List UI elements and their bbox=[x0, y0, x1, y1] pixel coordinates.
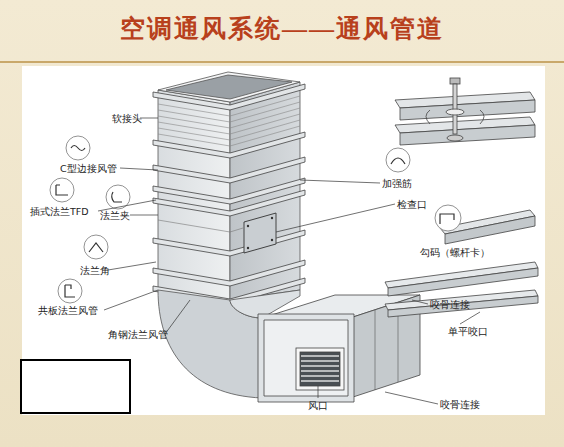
part-label: 角钢法兰风管 bbox=[108, 329, 168, 340]
part-label: C型边接风管 bbox=[60, 163, 117, 174]
part-label: 单平咬口 bbox=[448, 326, 488, 337]
part-label: 法兰夹 bbox=[100, 210, 130, 221]
page-title: 空调通风系统——通风管道 bbox=[0, 12, 564, 45]
outlet-louvers bbox=[301, 356, 339, 381]
blank-frame bbox=[21, 360, 130, 413]
part-label: 风口 bbox=[308, 400, 328, 411]
bolt-clip-detail bbox=[395, 78, 535, 145]
illustration-panel bbox=[22, 66, 545, 415]
part-label: 加强筋 bbox=[382, 178, 412, 189]
seam-detail bbox=[385, 262, 538, 317]
duct-flanges bbox=[153, 84, 305, 304]
part-label: 共板法兰风管 bbox=[38, 305, 98, 316]
header-rule bbox=[0, 61, 564, 63]
part-label: 插式法兰TFD bbox=[30, 206, 89, 217]
leader-lines bbox=[98, 118, 480, 404]
inspection-door bbox=[244, 213, 276, 253]
part-label: 软接头 bbox=[112, 113, 142, 124]
flexible-joint bbox=[158, 96, 300, 146]
part-label: 咬骨连接 bbox=[440, 399, 480, 410]
part-label: 检查口 bbox=[397, 199, 427, 210]
part-label: 法兰角 bbox=[80, 265, 110, 276]
part-label: 咬骨连接 bbox=[430, 299, 470, 310]
profile-symbols bbox=[56, 146, 454, 298]
profile-icons bbox=[50, 136, 461, 303]
part-label: 勾码（螺杆卡） bbox=[420, 247, 490, 258]
stiffeners bbox=[158, 220, 243, 232]
